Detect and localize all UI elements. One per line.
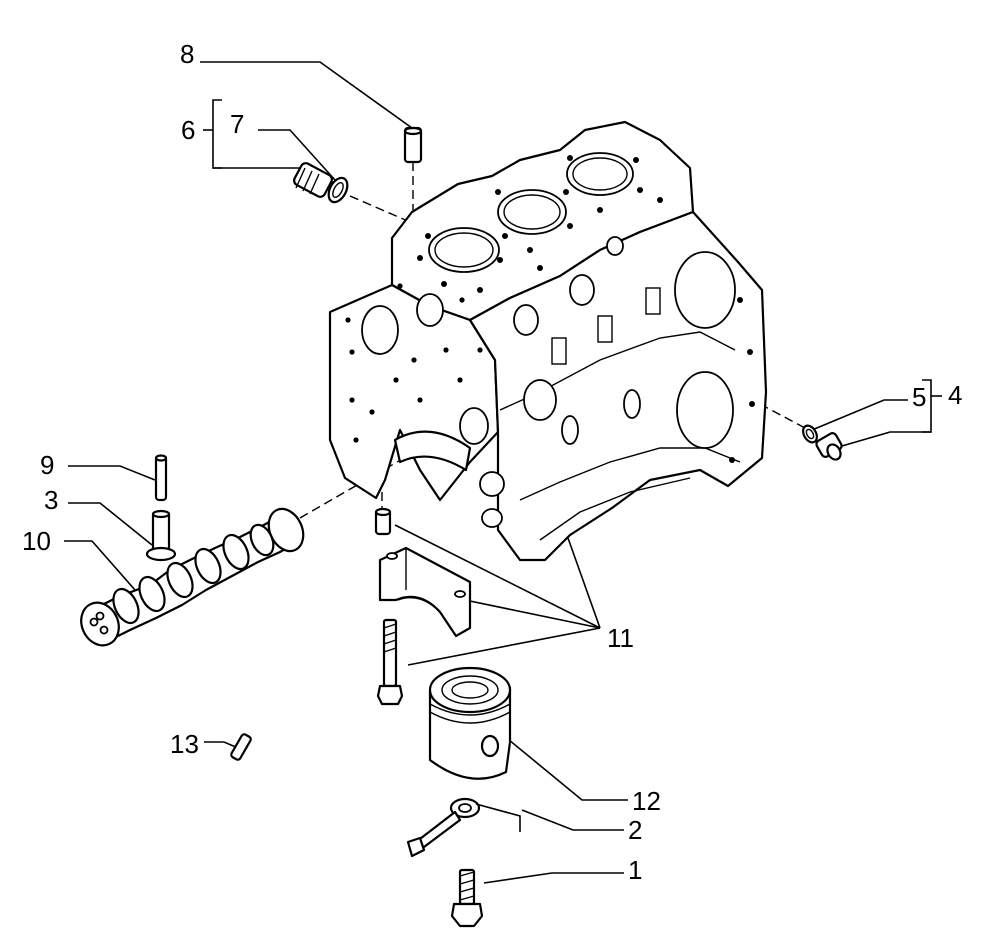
cylinder-bore-3	[566, 152, 634, 196]
block-lower-edge	[539, 477, 691, 541]
cylinder-bore-2-inner	[503, 194, 561, 230]
leader-4	[834, 431, 931, 449]
bearing-cap-11	[378, 546, 472, 638]
leader-8	[200, 61, 413, 129]
callout-13: 13	[170, 729, 199, 759]
front-bore-small	[416, 293, 444, 327]
dash-plug-7	[349, 195, 411, 223]
pin-9	[154, 454, 168, 502]
front-main-bearing	[393, 430, 472, 472]
front-bore-large	[361, 305, 399, 355]
oil-port-2	[481, 508, 503, 528]
seal-ring-7	[327, 176, 349, 204]
callout-8: 8	[180, 39, 195, 69]
camshaft-bore	[459, 407, 489, 445]
leader-11-d	[567, 537, 601, 629]
cylinder-bore-1	[428, 227, 500, 273]
side-port-2	[569, 274, 595, 306]
leader-2	[521, 809, 624, 831]
leader-11-b	[464, 599, 601, 629]
side-boss-top	[606, 236, 624, 256]
cylinder-bore-2	[497, 189, 567, 235]
pin-13	[230, 733, 252, 761]
tappet-3	[145, 509, 177, 562]
cylinder-bore-1-inner	[434, 232, 494, 268]
callout-10: 10	[22, 526, 51, 556]
oil-jet-2	[406, 797, 521, 858]
bracket-6	[212, 99, 222, 169]
screw-1	[450, 868, 484, 928]
block-skirt-line	[519, 447, 741, 501]
oil-port	[479, 471, 505, 497]
callout-6: 6	[181, 115, 196, 145]
cylinder-bore-3-inner	[572, 157, 628, 191]
leader-12	[502, 734, 628, 801]
callout-7: 7	[230, 109, 245, 139]
callout-4: 4	[948, 380, 963, 410]
leader-10	[64, 540, 136, 591]
side-port-3	[523, 379, 557, 421]
side-bore-lower	[676, 371, 734, 449]
bolt-11	[376, 618, 404, 706]
leader-5	[811, 399, 908, 431]
camshaft-10	[80, 507, 305, 647]
leader-lines	[64, 61, 942, 884]
callout-12: 12	[632, 786, 661, 816]
leader-9	[68, 465, 156, 481]
callout-3: 3	[44, 485, 59, 515]
seal-ring-5	[802, 424, 818, 444]
plug-6	[293, 162, 333, 198]
engine-block	[328, 120, 768, 562]
side-slot	[623, 389, 641, 419]
callout-9: 9	[40, 450, 55, 480]
dash-plug-4	[759, 403, 806, 429]
pin-8	[403, 126, 423, 164]
side-port-1	[513, 304, 539, 336]
callout-5: 5	[912, 382, 927, 412]
leader-13	[204, 741, 239, 749]
callout-11: 11	[607, 623, 634, 653]
side-bore-large	[674, 251, 736, 329]
leader-11-a	[394, 524, 601, 629]
piston-12	[428, 666, 512, 780]
camshaft-end	[80, 601, 120, 647]
side-window-3	[551, 337, 567, 365]
leader-11-c	[407, 627, 601, 666]
bushing-11	[374, 507, 392, 536]
plug-4	[815, 432, 843, 461]
leader-3	[68, 502, 153, 546]
side-window-2	[645, 287, 661, 315]
side-window-1	[597, 315, 613, 343]
leader-7	[258, 129, 336, 181]
callout-2: 2	[628, 815, 643, 845]
callout-1: 1	[628, 855, 643, 885]
leader-1	[483, 872, 624, 884]
side-slot-2	[561, 415, 579, 445]
